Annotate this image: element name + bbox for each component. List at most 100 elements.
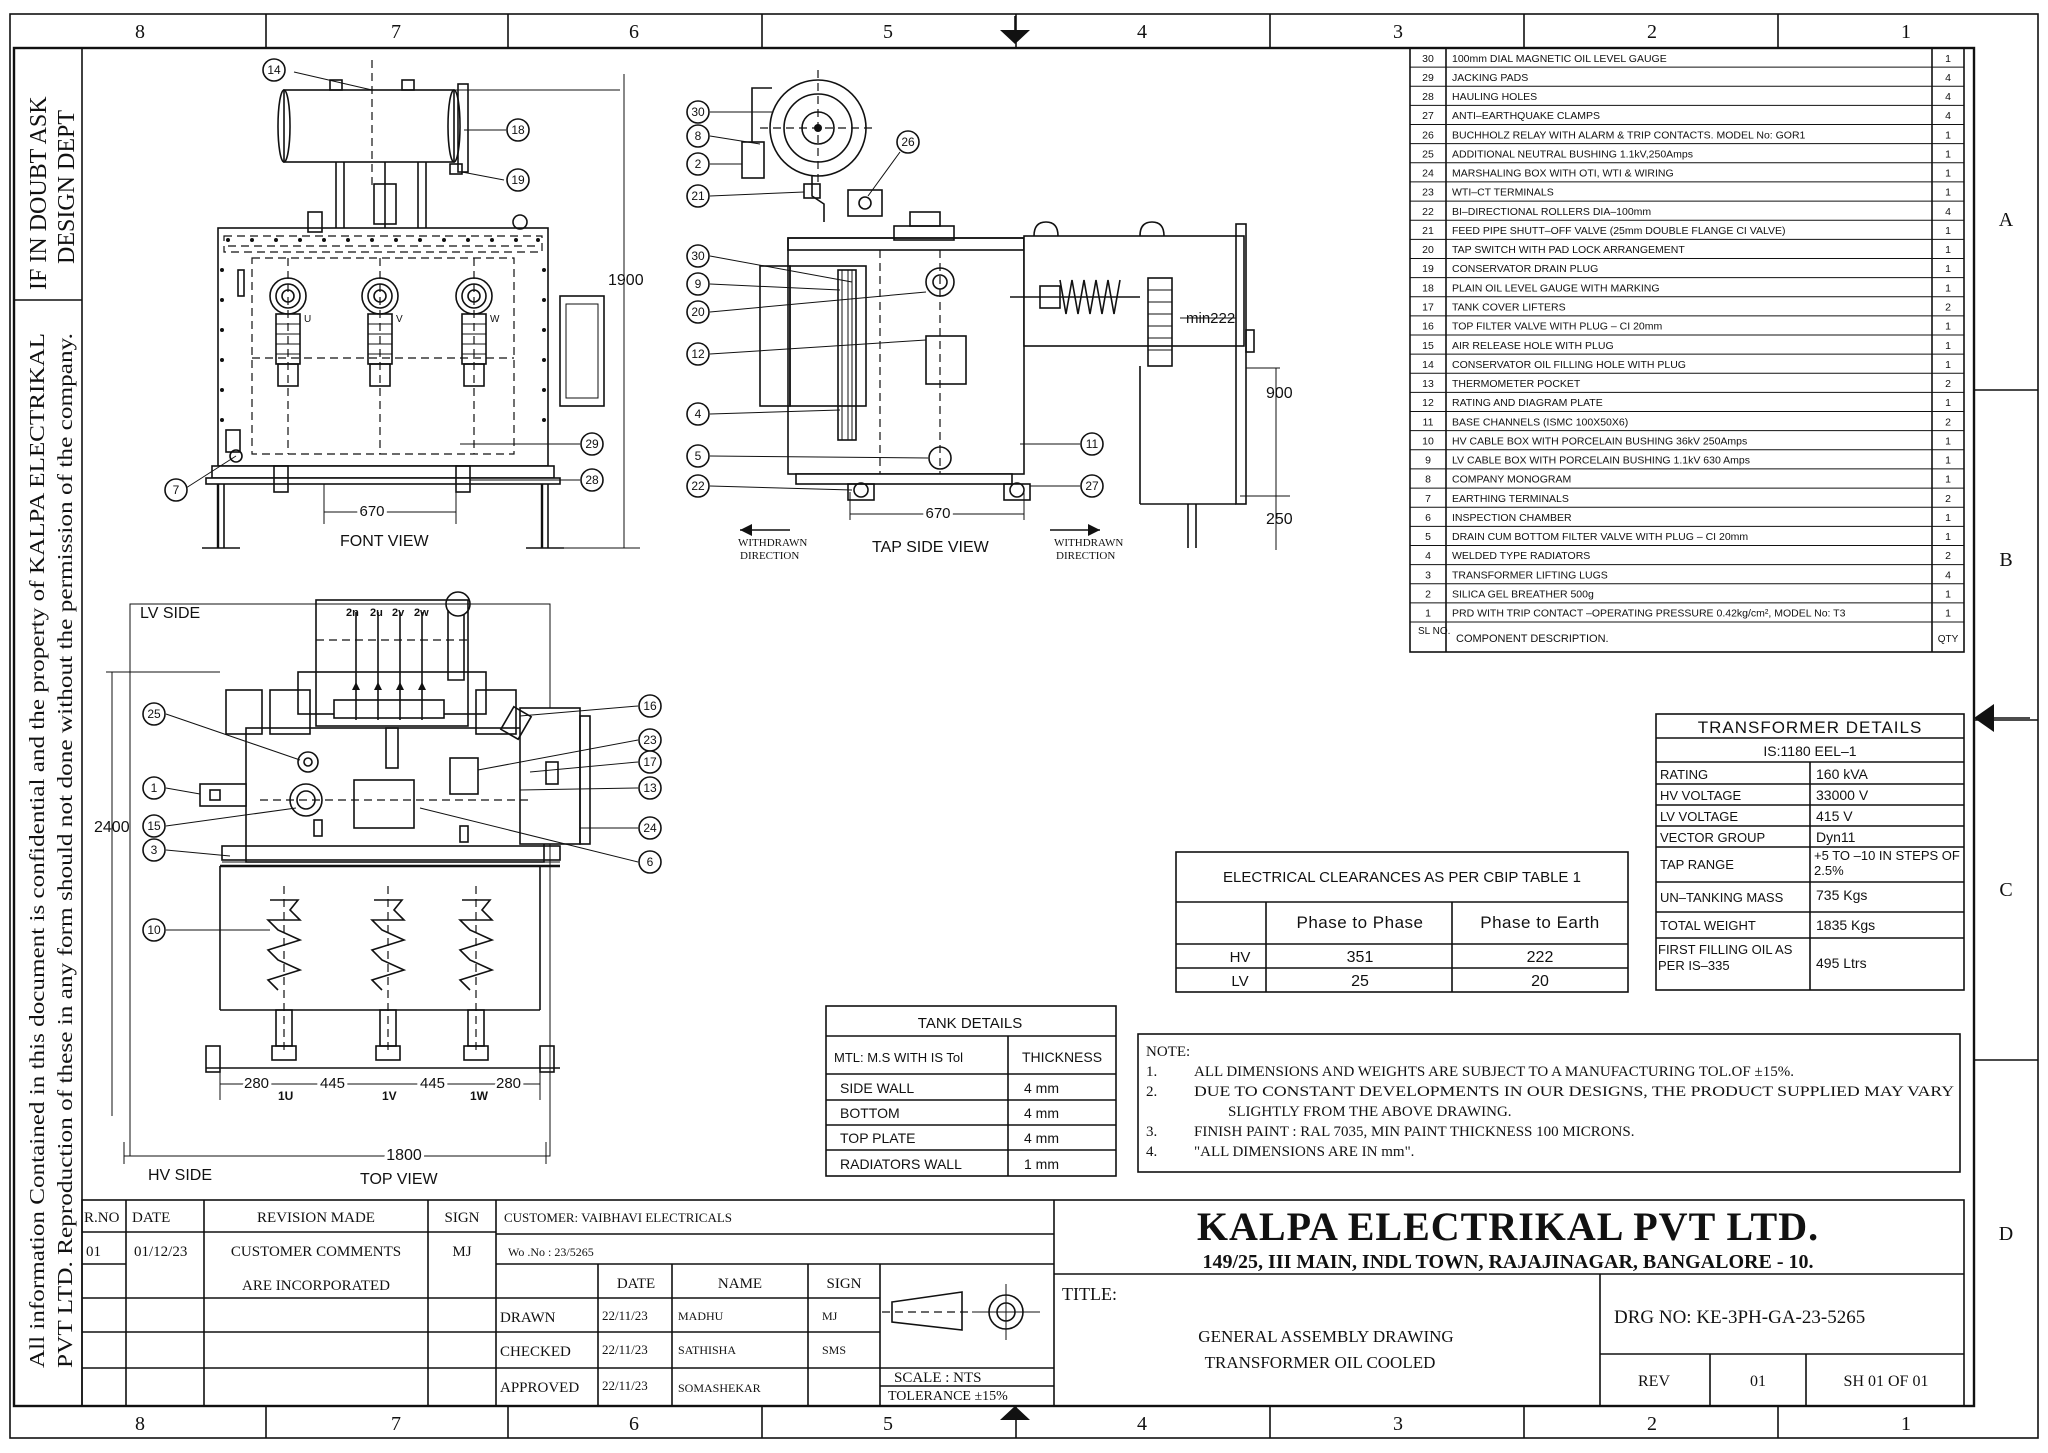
balloon-20: 20 bbox=[691, 305, 705, 319]
bom-row-qty: 2 bbox=[1945, 378, 1951, 390]
rev-row-date: 01/12/23 bbox=[134, 1244, 187, 1260]
tank-details: TANK DETAILS MTL: M.S WITH IS Tol THICKN… bbox=[825, 1005, 1117, 1177]
terminal-1u: 1U bbox=[278, 1089, 293, 1103]
checked-role: CHECKED bbox=[500, 1344, 571, 1360]
td-label-hv: HV VOLTAGE bbox=[1660, 788, 1741, 803]
balloons-top-right: 16 23 17 13 24 6 bbox=[419, 694, 662, 874]
td-label-vector: VECTOR GROUP bbox=[1660, 830, 1765, 845]
rev-row-sign: MJ bbox=[452, 1244, 471, 1260]
bom-row-number: 6 bbox=[1425, 512, 1431, 524]
td-label-lv: LV VOLTAGE bbox=[1660, 809, 1738, 824]
clearance-lv-p2p: 25 bbox=[1351, 973, 1369, 990]
withdrawn-right-1: WITHDRAWN bbox=[1054, 537, 1123, 549]
tap-900-dim: 900 bbox=[1266, 385, 1293, 402]
drawn-date: 22/11/23 bbox=[602, 1308, 648, 1323]
checked-sign: SMS bbox=[822, 1343, 846, 1357]
clearance-col-p2p: Phase to Phase bbox=[1296, 913, 1423, 932]
approved-role: APPROVED bbox=[500, 1380, 579, 1396]
company-name: KALPA ELECTRIKAL PVT LTD. bbox=[1197, 1204, 1819, 1249]
balloon-27: 27 bbox=[1085, 479, 1099, 493]
bom-row-description: WELDED TYPE RADIATORS bbox=[1452, 550, 1590, 562]
top-280b-dim: 280 bbox=[496, 1075, 521, 1092]
bom-row-description: PRD WITH TRIP CONTACT –OPERATING PRESSUR… bbox=[1452, 608, 1846, 620]
bom-row-description: MARSHALING BOX WITH OTI, WTI & WIRING bbox=[1452, 168, 1674, 180]
confidential-note-line2: PVT LTD. Reproduction of these in any fo… bbox=[53, 333, 77, 1368]
balloon-21: 21 bbox=[691, 189, 705, 203]
lv-bushing-w bbox=[455, 277, 493, 387]
top-280a-dim: 280 bbox=[244, 1075, 269, 1092]
bom-row-qty: 1 bbox=[1945, 225, 1951, 237]
note-text-1: DUE TO CONSTANT DEVELOPMENTS IN OUR DESI… bbox=[1194, 1084, 1954, 1100]
lv-bushing-u bbox=[269, 277, 307, 387]
clearance-col-p2e: Phase to Earth bbox=[1480, 913, 1599, 932]
balloon-16: 16 bbox=[643, 699, 657, 713]
zone-labels: 8 7 6 5 4 3 2 1 8 7 6 5 4 3 2 1 A B C D bbox=[135, 21, 2014, 1435]
zone-row: D bbox=[1999, 1223, 2013, 1245]
bom-row-description: JACKING PADS bbox=[1452, 72, 1528, 84]
td-value-tap: +5 TO –10 IN STEPS OF 2.5% bbox=[1814, 848, 1960, 878]
bom-row-number: 1 bbox=[1425, 608, 1431, 620]
balloon-29: 29 bbox=[585, 437, 599, 451]
bom-row-number: 18 bbox=[1422, 282, 1434, 294]
bom-row-qty: 1 bbox=[1945, 53, 1951, 65]
bom-row-description: COMPANY MONOGRAM bbox=[1452, 474, 1571, 486]
top-1800-dim: 1800 bbox=[386, 1147, 422, 1164]
balloon-1: 1 bbox=[151, 781, 158, 795]
front-view: U V W bbox=[202, 60, 640, 549]
td-title: TRANSFORMER DETAILS bbox=[1698, 718, 1923, 737]
tolerance-label: TOLERANCE ±15% bbox=[888, 1389, 1008, 1404]
tank-bolts bbox=[220, 238, 546, 422]
notes-title: NOTE: bbox=[1146, 1044, 1190, 1060]
bom-row-qty: 4 bbox=[1945, 206, 1951, 218]
balloons-front: 14 18 19 29 28 7 bbox=[164, 58, 604, 502]
clearance-title: ELECTRICAL CLEARANCES AS PER CBIP TABLE … bbox=[1223, 869, 1581, 886]
td-label-oil: FIRST FILLING OIL AS PER IS–335 bbox=[1658, 942, 1793, 973]
tap-width-dim: 670 bbox=[925, 505, 950, 522]
work-order: Wo .No : 23/5265 bbox=[508, 1245, 594, 1259]
bom-row-description: TANK COVER LIFTERS bbox=[1452, 302, 1566, 314]
balloon-6: 6 bbox=[647, 855, 654, 869]
front-terminal-w: W bbox=[490, 314, 500, 325]
clearance-lv-label: LV bbox=[1231, 973, 1248, 990]
front-height-dim: 1900 bbox=[608, 272, 644, 289]
zone-col-top: 3 bbox=[1393, 21, 1403, 43]
tank-thk-0: 4 mm bbox=[1024, 1080, 1059, 1096]
td-value-hv: 33000 V bbox=[1816, 787, 1869, 803]
bom-row-description: CONSERVATOR DRAIN PLUG bbox=[1452, 263, 1598, 275]
bom-row-number: 15 bbox=[1422, 340, 1434, 352]
bom-row-number: 5 bbox=[1425, 531, 1431, 543]
note-num-4: 4. bbox=[1146, 1144, 1157, 1160]
bom-row-number: 17 bbox=[1422, 302, 1434, 314]
bom-row-number: 21 bbox=[1422, 225, 1434, 237]
zone-col-top: 1 bbox=[1901, 21, 1911, 43]
tank-thk-3: 1 mm bbox=[1024, 1156, 1059, 1172]
bom-row-number: 19 bbox=[1422, 263, 1434, 275]
drawing-number: DRG NO: KE-3PH-GA-23-5265 bbox=[1614, 1307, 1865, 1328]
bom-row-qty: 1 bbox=[1945, 168, 1951, 180]
tank-title: TANK DETAILS bbox=[918, 1015, 1022, 1032]
bom-row-number: 25 bbox=[1422, 148, 1434, 160]
bom-row-description: EARTHING TERMINALS bbox=[1452, 493, 1569, 505]
note-num-1: 2. bbox=[1146, 1084, 1157, 1100]
clearance-lv-p2e: 20 bbox=[1531, 973, 1549, 990]
zone-col-bottom: 6 bbox=[629, 1413, 639, 1435]
tank-part-2: TOP PLATE bbox=[840, 1130, 915, 1146]
bom-row-qty: 1 bbox=[1945, 340, 1951, 352]
note-num-3: 3. bbox=[1146, 1124, 1157, 1140]
title-line1: GENERAL ASSEMBLY DRAWING bbox=[1198, 1327, 1453, 1346]
zone-col-bottom: 2 bbox=[1647, 1413, 1657, 1435]
hv-bushing-1v bbox=[370, 886, 407, 1061]
front-terminal-u: U bbox=[304, 314, 311, 325]
withdrawn-right-2: DIRECTION bbox=[1056, 550, 1115, 562]
bom-row-qty: 1 bbox=[1945, 282, 1951, 294]
transformer-details: TRANSFORMER DETAILS IS:1180 EEL–1 RATING… bbox=[1655, 713, 1965, 991]
terminal-2u: 2u bbox=[370, 607, 383, 619]
note-text-4: "ALL DIMENSIONS ARE IN mm". bbox=[1194, 1144, 1414, 1160]
tap-250-dim: 250 bbox=[1266, 511, 1293, 528]
td-label-weight: TOTAL WEIGHT bbox=[1660, 918, 1756, 933]
customer-name: CUSTOMER: VAIBHAVI ELECTRICALS bbox=[504, 1210, 732, 1225]
bom-row-description: ANTI–EARTHQUAKE CLAMPS bbox=[1452, 110, 1600, 122]
bom-row-qty: 1 bbox=[1945, 321, 1951, 333]
bom-row-qty: 4 bbox=[1945, 91, 1951, 103]
td-value-oil: 495 Ltrs bbox=[1816, 955, 1867, 971]
